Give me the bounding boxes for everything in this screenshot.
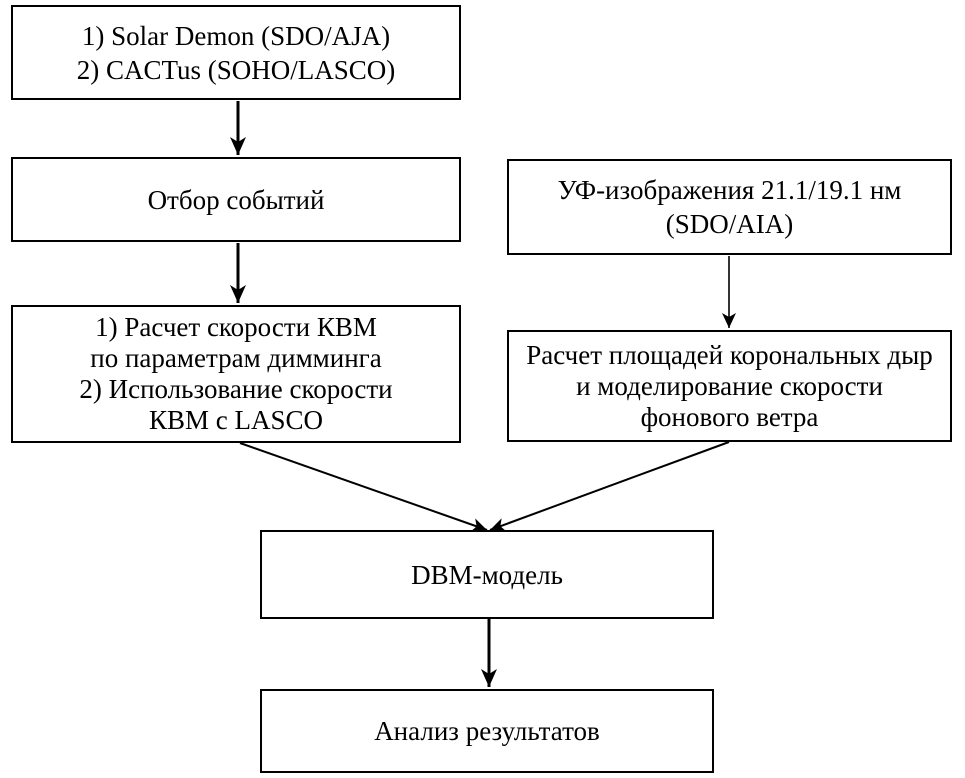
- box-cme-speed-line-4: КВМ с LASCO: [148, 405, 324, 435]
- box-data-sources-line-1: 1) Solar Demon (SDO/AJA): [81, 20, 391, 51]
- box-cme-speed-line-1: 1) Расчет скорости КВМ: [95, 312, 377, 342]
- box-uv-images-line-2: (SDO/AIA): [665, 209, 794, 239]
- box-coronal-holes-line-2: и моделирование скорости: [576, 370, 883, 401]
- box-coronal-holes-modeling: Расчет площадей корональных дыр и модели…: [507, 330, 952, 442]
- box-coronal-holes-line-1: Расчет площадей корональных дыр: [526, 339, 933, 370]
- box-coronal-holes-line-3: фонового ветра: [640, 401, 819, 432]
- box-results-analysis: Анализ результатов: [260, 689, 714, 773]
- box-data-sources-line-2: 2) CACTus (SOHO/LASCO): [76, 54, 396, 85]
- arrow-coronal-holes-to-dbm: [489, 441, 730, 532]
- box-event-selection-line-1: Отбор событий: [147, 184, 325, 215]
- box-results-analysis-line-1: Анализ результатов: [374, 716, 600, 746]
- box-cme-speed-line-3: 2) Использование скорости: [79, 374, 393, 404]
- box-dbm-model-line-1: DBM-модель: [411, 559, 563, 590]
- box-data-sources: 1) Solar Demon (SDO/AJA) 2) CACTus (SOHO…: [11, 5, 461, 100]
- box-cme-speed-line-2: по параметрам димминга: [90, 343, 382, 373]
- box-event-selection: Отбор событий: [11, 157, 461, 242]
- box-uv-images-line-1: УФ-изображения 21.1/19.1 нм: [557, 175, 902, 205]
- box-uv-images: УФ-изображения 21.1/19.1 нм (SDO/AIA): [507, 159, 952, 255]
- box-cme-speed-calculation: 1) Расчет скорости КВМ по параметрам дим…: [11, 305, 461, 443]
- arrow-cme-speed-to-dbm: [239, 442, 488, 532]
- box-dbm-model: DBM-модель: [260, 530, 714, 619]
